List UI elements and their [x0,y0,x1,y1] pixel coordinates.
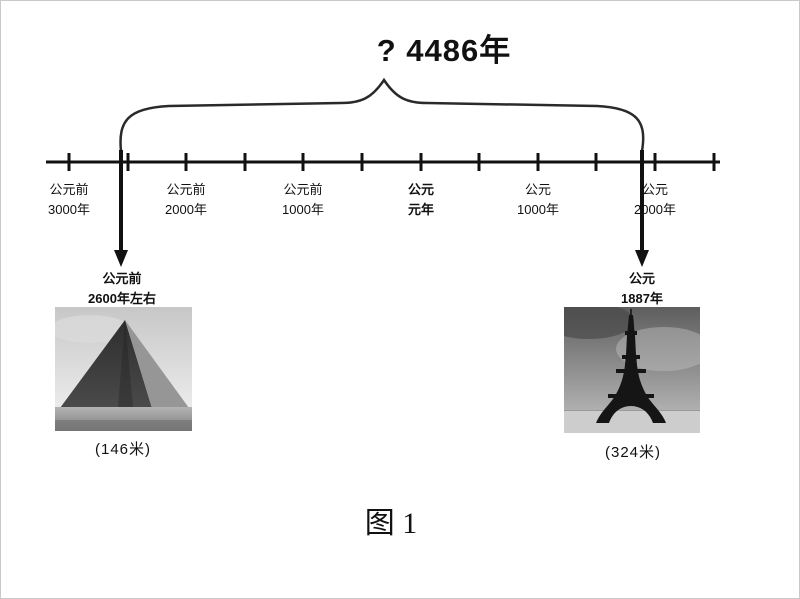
duration-question-label: ? 4486年 [376,33,512,68]
figure-caption: 图 1 [364,507,418,540]
tower-height-label: (324米) [604,444,662,461]
timeline-ticks [67,153,716,171]
eiffel-tower-photo [564,307,700,433]
pyramid-arrow [114,150,128,267]
tower-silhouette [596,309,666,423]
pyramid-height-label: (146米) [94,441,152,458]
tower-arrow [635,150,649,267]
pyramid-photo [55,307,192,431]
tick-label-year-one: 公元元年 [407,182,435,218]
brace [119,77,645,152]
